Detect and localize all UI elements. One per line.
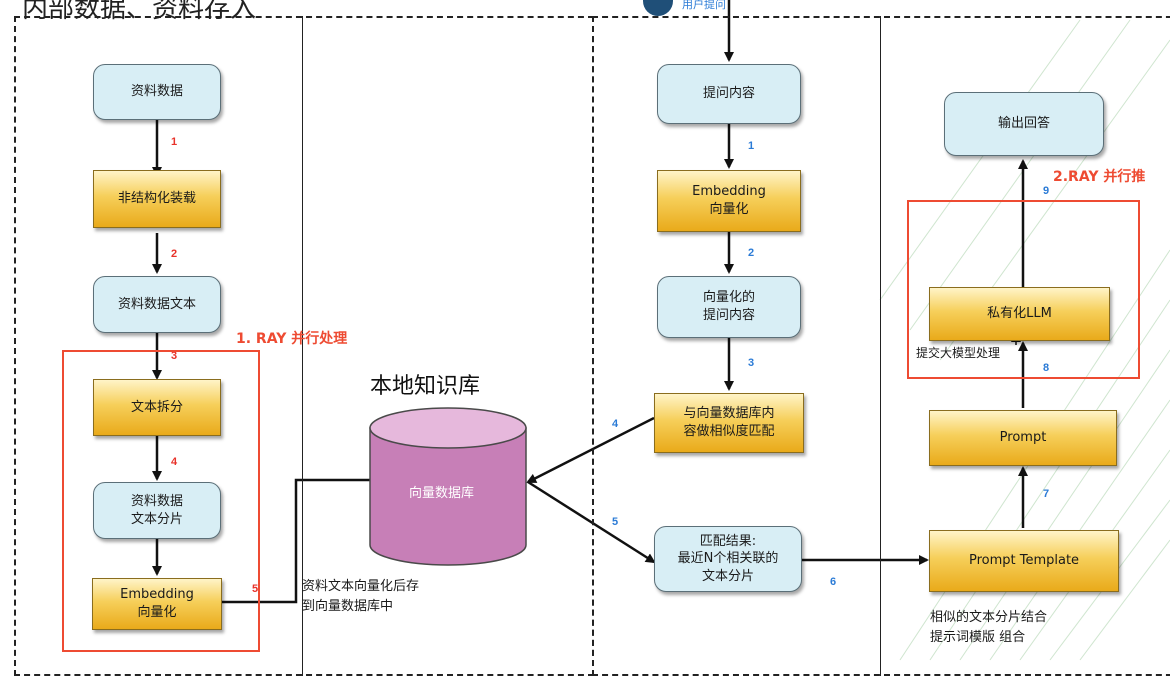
- query-step-3: 3: [748, 357, 755, 369]
- query-step-6: 6: [830, 576, 837, 588]
- text-chunk-node: 资料数据 文本分片: [93, 482, 221, 539]
- left-step-5: 5: [252, 583, 259, 595]
- answer-step-7: 7: [1043, 488, 1050, 500]
- answer-step-9: 9: [1043, 185, 1050, 197]
- ray-parallel-box-2: [907, 200, 1140, 379]
- text-split-node: 文本拆分: [93, 379, 221, 436]
- answer-flow-arrows: [1011, 159, 1028, 528]
- source-data-node: 资料数据: [93, 64, 221, 120]
- query-step-1: 1: [748, 140, 755, 152]
- ray-parallel-label-1: 1. RAY 并行处理: [236, 331, 348, 347]
- page-title: 内部数据、资料存入: [22, 0, 257, 24]
- prompt-node: Prompt: [929, 410, 1117, 466]
- user-question-label: 用户提问: [682, 0, 726, 11]
- question-node: 提问内容: [657, 64, 801, 124]
- vectorized-question-node: 向量化的 提问内容: [657, 276, 801, 338]
- private-llm-node: 私有化LLM: [929, 287, 1110, 341]
- query-step-2: 2: [748, 247, 755, 259]
- left-step-4: 4: [171, 456, 178, 468]
- right-divider: [880, 16, 881, 676]
- left-step-3: 3: [171, 350, 178, 362]
- left-divider: [302, 16, 303, 676]
- user-avatar-icon: [643, 0, 673, 16]
- left-embedding-node: Embedding 向量化: [92, 578, 222, 630]
- query-embedding-node: Embedding 向量化: [657, 170, 801, 232]
- left-step-1: 1: [171, 136, 178, 148]
- source-text-node: 资料数据文本: [93, 276, 221, 333]
- output-answer-node: 输出回答: [944, 92, 1104, 156]
- answer-step-8: 8: [1043, 362, 1050, 374]
- match-result-node: 匹配结果: 最近N个相关联的 文本分片: [654, 526, 802, 592]
- query-step-5: 5: [612, 516, 619, 528]
- vector-db-label: 向量数据库: [409, 486, 475, 501]
- knowledge-base-title: 本地知识库: [370, 374, 481, 399]
- query-step-4: 4: [612, 418, 619, 430]
- submit-llm-label: 提交大模型处理: [916, 346, 1001, 360]
- vectorize-caption: 资料文本向量化后存 到向量数据库中: [302, 579, 420, 614]
- unstructured-load-node: 非结构化装载: [93, 170, 221, 228]
- prompt-template-caption: 相似的文本分片结合 提示词模版 组合: [930, 610, 1048, 645]
- left-step-2: 2: [171, 248, 178, 260]
- prompt-template-node: Prompt Template: [929, 530, 1119, 592]
- query-flow-arrows: [526, 0, 929, 565]
- ray-parallel-label-2: 2.RAY 并行推: [1053, 169, 1146, 185]
- vector-db-cylinder: [369, 407, 527, 566]
- ray-parallel-box-1: [62, 350, 260, 652]
- similarity-match-node: 与向量数据库内 容做相似度匹配: [654, 393, 804, 453]
